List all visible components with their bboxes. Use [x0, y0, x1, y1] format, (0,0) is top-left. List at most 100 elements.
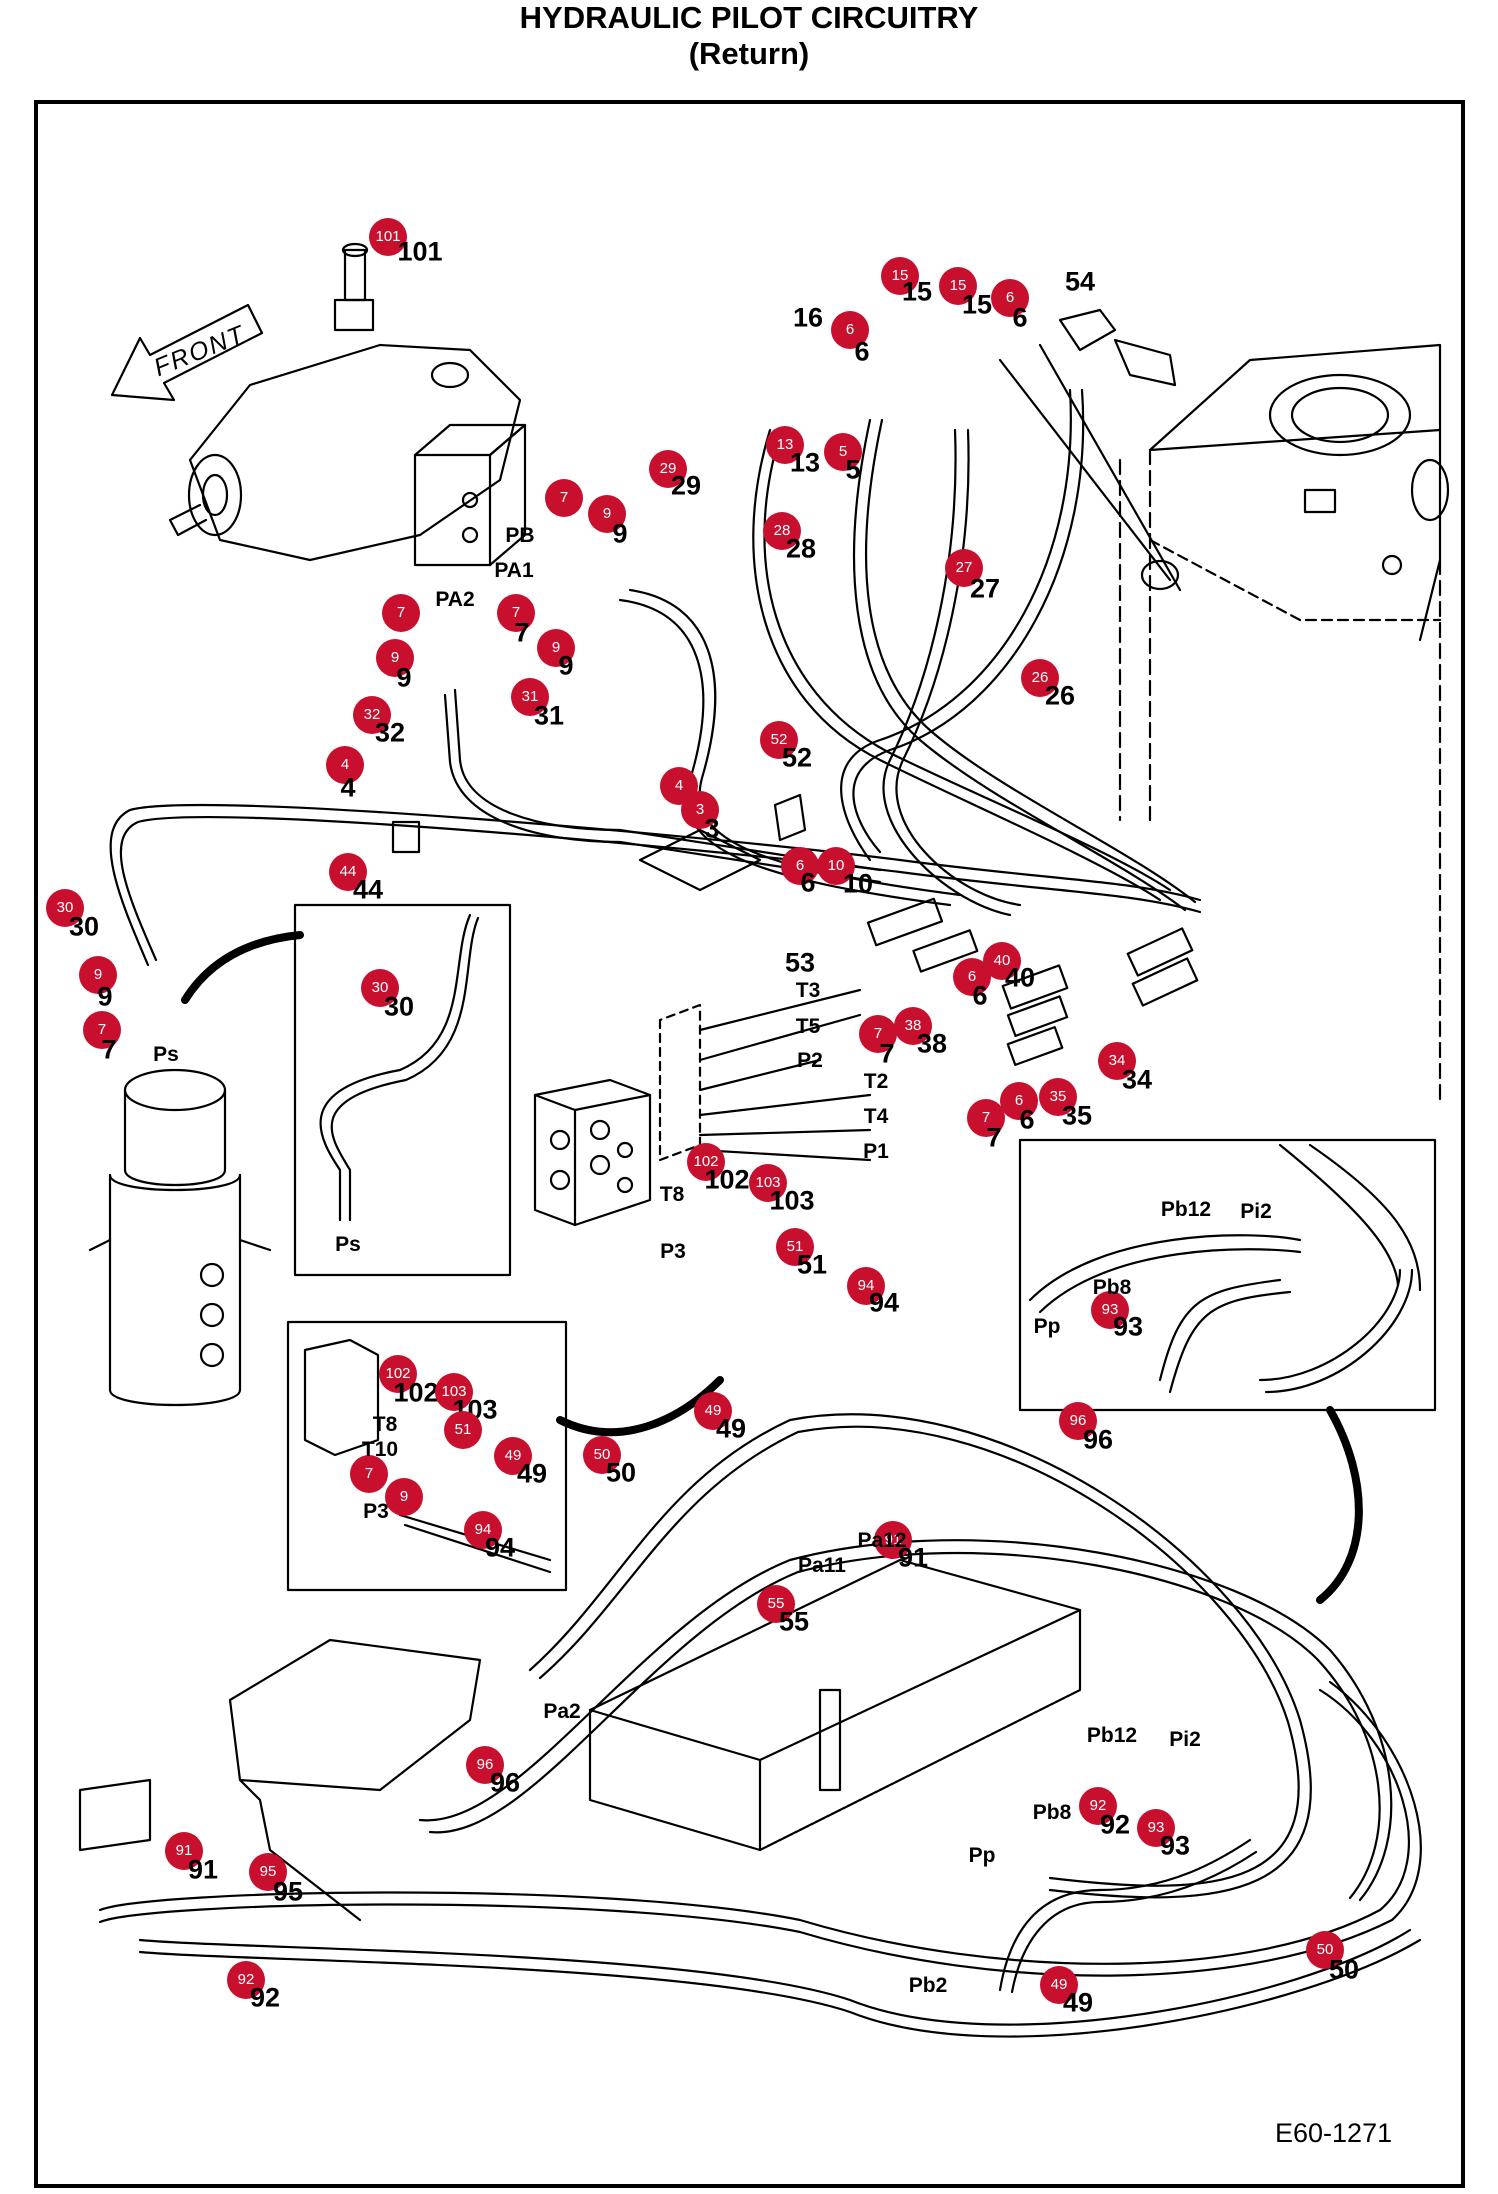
- hose-49: [998, 1838, 1252, 1992]
- callout-badge-6b: 6: [831, 311, 869, 349]
- callout-badge-51a: 51: [776, 1228, 814, 1266]
- callout-badge-6e: 6: [1000, 1082, 1038, 1120]
- part-number-40: 40: [1004, 962, 1036, 993]
- port-label-T8a: T8: [659, 1183, 685, 1206]
- callout-badge-5: 5: [824, 433, 862, 471]
- part-number-15b: 15: [961, 289, 993, 320]
- callout-badge-96b: 96: [466, 1746, 504, 1784]
- port-label-P3b: P3: [363, 1500, 389, 1523]
- callout-badge-93a: 93: [1091, 1291, 1129, 1329]
- part-number-32: 32: [374, 717, 406, 748]
- part-number-94a: 94: [868, 1287, 900, 1318]
- callout-badge-34: 34: [1098, 1042, 1136, 1080]
- page-subtitle: (Return): [688, 36, 810, 71]
- callout-badge-55: 55: [757, 1585, 795, 1623]
- swivel-joint: [88, 1068, 272, 1407]
- callout-badge-7d: 7: [83, 1011, 121, 1049]
- port-label-P2: P2: [797, 1049, 823, 1072]
- callout-badge-93b: 93: [1137, 1809, 1175, 1847]
- part-number-92b: 92: [249, 1982, 281, 2013]
- callout-badge-9a: 9: [588, 495, 626, 533]
- part-number-n53: 53: [784, 947, 816, 978]
- callout-badge-32: 32: [353, 696, 391, 734]
- part-number-6b: 6: [854, 336, 870, 367]
- callout-badge-50a: 50: [583, 1436, 621, 1474]
- callout-badge-92a: 92: [1079, 1787, 1117, 1825]
- part-number-27: 27: [969, 573, 1001, 604]
- part-number-15a: 15: [901, 276, 933, 307]
- callout-badge-7b: 7: [382, 594, 420, 632]
- part-number-30b: 30: [383, 991, 415, 1022]
- port-label-T10: T10: [361, 1438, 399, 1461]
- port-label-Pb2: Pb2: [908, 1974, 948, 1997]
- hose-50: [528, 1413, 1312, 1899]
- callout-badge-9b: 9: [537, 629, 575, 667]
- part-number-9d: 9: [97, 981, 113, 1012]
- part-number-102b: 102: [393, 1377, 439, 1408]
- callout-badge-49a: 49: [694, 1392, 732, 1430]
- hose-29: [752, 428, 1162, 902]
- part-number-55: 55: [778, 1606, 810, 1637]
- part-number-52: 52: [781, 742, 813, 773]
- callout-badge-26: 26: [1021, 659, 1059, 697]
- part-number-30a: 30: [68, 911, 100, 942]
- callout-badge-101: 101: [369, 218, 407, 256]
- part-number-6c: 6: [800, 867, 816, 898]
- callout-badge-29: 29: [649, 450, 687, 488]
- inset-box-control-valve-detail: [1018, 1138, 1437, 1412]
- callout-badge-49b: 49: [494, 1437, 532, 1475]
- port-label-Ps2: Ps: [335, 1233, 361, 1256]
- callout-badge-38: 38: [894, 1007, 932, 1045]
- port-label-T4: T4: [863, 1105, 889, 1128]
- hose-28: [853, 418, 1187, 912]
- pump-assembly: [168, 242, 527, 567]
- hose-27: [882, 428, 1012, 917]
- callout-badge-102a: 102: [687, 1143, 725, 1181]
- part-number-6d: 6: [972, 980, 988, 1011]
- callout-badge-6c: 6: [781, 847, 819, 885]
- part-number-44: 44: [352, 874, 384, 905]
- part-number-n54: 54: [1064, 266, 1096, 297]
- part-number-9b: 9: [558, 650, 574, 681]
- part-number-7d: 7: [101, 1034, 117, 1065]
- part-number-49a: 49: [715, 1413, 747, 1444]
- callout-badge-91a: 91: [874, 1521, 912, 1559]
- port-label-P3a: P3: [660, 1240, 686, 1263]
- part-number-94b: 94: [484, 1532, 516, 1563]
- part-number-7f: 7: [986, 1122, 1002, 1153]
- callout-badge-44: 44: [329, 853, 367, 891]
- part-number-101: 101: [397, 236, 443, 267]
- port-label-PA2: PA2: [435, 588, 475, 611]
- callout-badge-94a: 94: [847, 1267, 885, 1305]
- port-label-Pa11: Pa11: [798, 1554, 846, 1577]
- part-number-3: 3: [704, 813, 720, 844]
- part-number-28: 28: [785, 533, 817, 564]
- hose-32: [453, 688, 882, 872]
- callout-badge-94b: 94: [464, 1511, 502, 1549]
- part-number-7c: 7: [514, 617, 530, 648]
- part-number-91b: 91: [187, 1854, 219, 1885]
- port-label-PB: PB: [505, 524, 535, 547]
- callout-badge-7e: 7: [859, 1015, 897, 1053]
- port-label-Ppa: Pp: [1033, 1315, 1061, 1338]
- callout-badge-92b: 92: [227, 1961, 265, 1999]
- port-label-P1: P1: [863, 1140, 889, 1163]
- callout-badge-7g: 7: [350, 1455, 388, 1493]
- callout-badge-7f: 7: [967, 1099, 1005, 1137]
- part-number-51a: 51: [796, 1249, 828, 1280]
- port-label-Pb12b: Pb12: [1086, 1724, 1138, 1747]
- part-number-93b: 93: [1159, 1830, 1191, 1861]
- callout-badge-7a: 7: [545, 479, 583, 517]
- hose-26: [840, 388, 1072, 862]
- callout-badge-50b: 50: [1306, 1931, 1344, 1969]
- part-number-102a: 102: [704, 1164, 750, 1195]
- drawing-code: E60-1271: [1275, 2118, 1393, 2148]
- callout-badge-7c: 7: [497, 594, 535, 632]
- port-label-Pa2: Pa2: [543, 1700, 581, 1723]
- hose-92: [138, 1928, 1412, 2026]
- callout-badge-40: 40: [983, 942, 1021, 980]
- callout-badge-9c: 9: [376, 639, 414, 677]
- part-number-49c: 49: [1062, 1987, 1094, 2018]
- part-number-49b: 49: [516, 1458, 548, 1489]
